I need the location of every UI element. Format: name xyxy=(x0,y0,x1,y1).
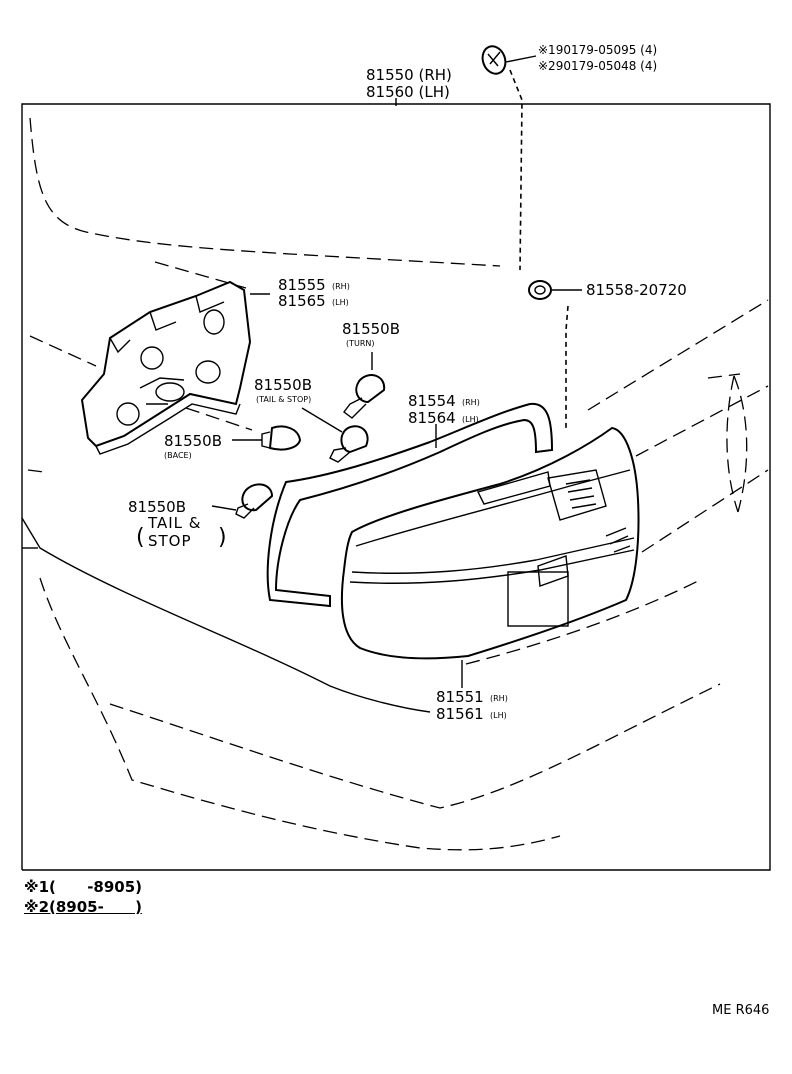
bulb-back-label: 81550B xyxy=(164,432,222,450)
assy-lh-label: 81560 (LH) xyxy=(366,83,450,101)
gasket xyxy=(266,402,554,608)
legend-line-1: ※1( -8905) xyxy=(24,878,143,896)
socket-rh-label: 81555 xyxy=(278,276,326,294)
bulb-tail-stop-2-label: 81550B xyxy=(128,498,186,516)
labels: 81550 (RH) 81560 (LH) ※190179-05095 (4) … xyxy=(128,43,687,723)
bulb-tail-stop-2-note-1: TAIL & xyxy=(147,514,202,532)
screw xyxy=(481,45,537,271)
socket-lh-label: 81565 xyxy=(278,292,326,310)
gasket-rh-suffix: (RH) xyxy=(462,398,480,407)
lens-rh-label: 81551 xyxy=(436,688,484,706)
bulb-back xyxy=(232,425,302,451)
page-code: ME R646 xyxy=(712,1003,770,1018)
bulb-tail-stop-2 xyxy=(211,483,274,519)
gasket-lh-label: 81564 xyxy=(408,409,456,427)
lens-lh-label: 81561 xyxy=(436,705,484,723)
bulb-tail-stop-note: (TAIL & STOP) xyxy=(256,395,311,404)
bulb-tail-stop-label: 81550B xyxy=(254,376,312,394)
open-paren: ( xyxy=(136,525,145,550)
washer xyxy=(528,280,582,430)
lens-lh-suffix: (LH) xyxy=(490,711,507,720)
washer-label: 81558-20720 xyxy=(586,281,687,299)
assy-rh-label: 81550 (RH) xyxy=(366,66,452,84)
bulb-tail-stop xyxy=(301,407,369,463)
socket-lh-suffix: (LH) xyxy=(332,298,349,307)
screw-number-1: ※190179-05095 (4) xyxy=(538,43,657,57)
bulb-turn-label: 81550B xyxy=(342,320,400,338)
legend-line-2: ※2(8905- ) xyxy=(24,898,143,916)
bulb-socket xyxy=(80,280,270,455)
lens xyxy=(340,426,640,688)
bulb-turn xyxy=(343,352,386,419)
bulb-back-note: (BACE) xyxy=(164,451,192,460)
gasket-lh-suffix: (LH) xyxy=(462,415,479,424)
close-paren: ) xyxy=(218,525,227,550)
bulb-turn-note: (TURN) xyxy=(346,339,375,348)
lens-rh-suffix: (RH) xyxy=(490,694,508,703)
bulb-tail-stop-2-note-2: STOP xyxy=(148,532,192,550)
screw-number-2: ※290179-05048 (4) xyxy=(538,59,657,73)
gasket-rh-label: 81554 xyxy=(408,392,456,410)
body-outline xyxy=(21,117,769,851)
socket-rh-suffix: (RH) xyxy=(332,282,350,291)
diagram-frame xyxy=(21,103,771,871)
